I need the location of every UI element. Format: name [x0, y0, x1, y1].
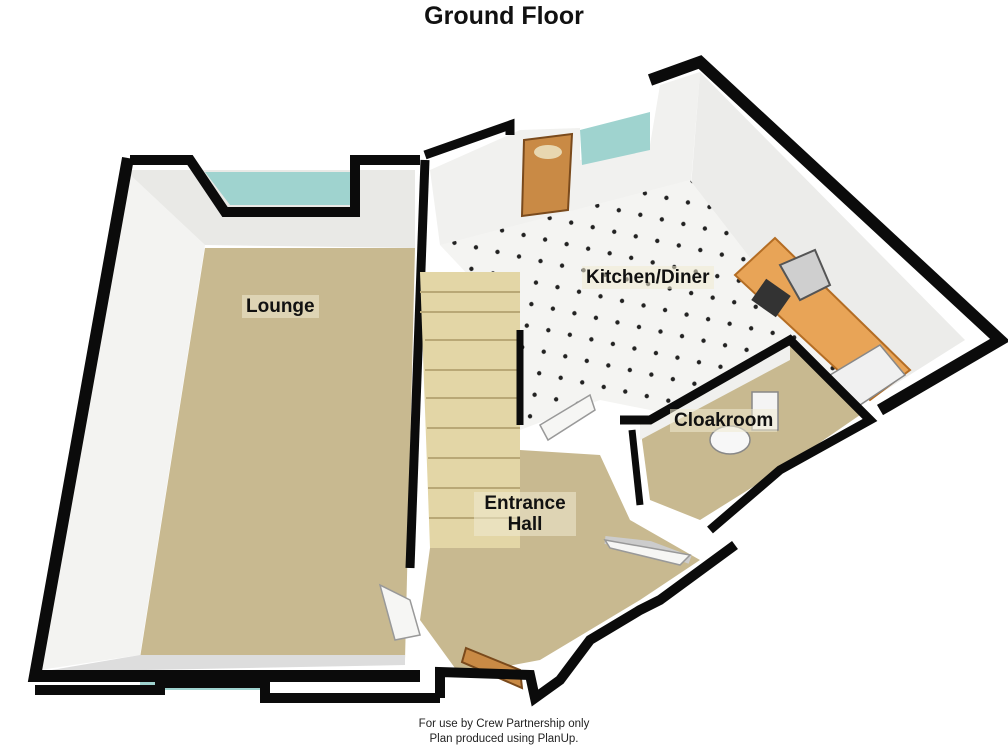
- room-label-kitchen: Kitchen/Diner: [582, 266, 714, 289]
- lounge-front-wall: [35, 678, 440, 703]
- lounge-window-back: [205, 172, 350, 205]
- kitchen-right-outer-wall: [647, 55, 1008, 416]
- cloakroom-floor: [640, 345, 860, 520]
- kitchen-window-back: [580, 112, 650, 165]
- hall-floor: [420, 450, 700, 675]
- kitchen-outer-wall: [423, 118, 515, 160]
- plan-title: Ground Floor: [424, 2, 584, 30]
- hall-front-wall: [435, 540, 738, 707]
- footer-credit-line1: For use by Crew Partnership only: [418, 718, 590, 730]
- lounge-room: [27, 155, 440, 703]
- lounge-left-wall-face: [40, 170, 205, 670]
- room-label-cloakroom: Cloakroom: [670, 409, 778, 432]
- hall-radiator: [378, 583, 421, 641]
- lounge-outer-wall: [130, 155, 420, 217]
- lounge-carpet: [140, 248, 415, 660]
- room-label-lounge: Lounge: [242, 295, 319, 318]
- footer-credit-line2: Plan produced using PlanUp.: [429, 733, 579, 745]
- kitchen-back-door: [520, 132, 574, 218]
- cloakroom-room: [539, 334, 878, 566]
- radiator-hall: [539, 393, 596, 442]
- kitchen-right-wall-face: [690, 72, 965, 400]
- radiator-cloakroom: [603, 538, 692, 566]
- kitchen-partition-wall: [405, 159, 430, 569]
- cloakroom-walls: [620, 334, 878, 534]
- lounge-left-wall: [27, 156, 420, 682]
- lounge-front-wall-face: [40, 655, 405, 672]
- room-label-hall-line2: Hall: [507, 514, 543, 535]
- cloakroom-partition: [628, 429, 644, 506]
- kitchen-worktop: [733, 236, 912, 406]
- room-label-entrance-hall: Entrance Hall: [474, 492, 576, 536]
- room-label-hall-line1: Entrance: [484, 493, 566, 514]
